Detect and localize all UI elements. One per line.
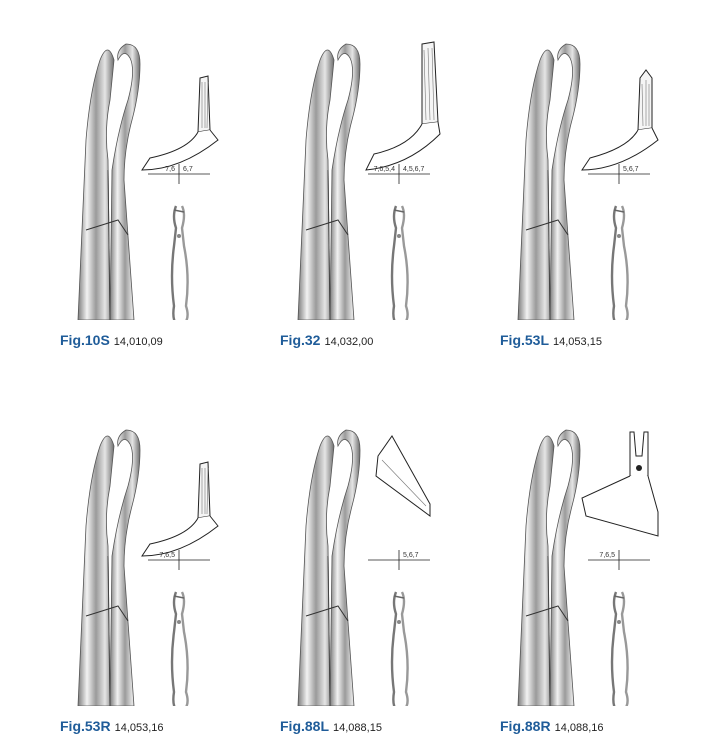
scale-right-label: 5,6,7 (623, 166, 639, 173)
forceps-full-small (170, 591, 189, 706)
tip-detail-sketch (375, 435, 431, 517)
forceps-full-small (610, 591, 629, 706)
forceps-illustration: 7,6,5,4 4,5,6,7 (297, 41, 441, 320)
tooth-scale: 5,6,7 (368, 550, 430, 570)
tooth-scale: 5,6,7 (588, 164, 650, 184)
scale-left-label: 7,6,5 (159, 552, 175, 559)
tooth-scale: 7,6,5,4 4,5,6,7 (368, 164, 430, 184)
tip-detail-sketch (141, 75, 219, 171)
figure-number: Fig.53R (60, 718, 111, 734)
scale-left-label: 7,6,5 (599, 552, 615, 559)
scale-left-label: 7,6,5,4 (374, 166, 396, 173)
scale-right-label: 6,7 (183, 166, 193, 173)
catalog-code: 14,088,15 (333, 722, 382, 734)
catalog-code: 14,053,15 (553, 336, 602, 348)
figure-number: Fig.88R (500, 718, 551, 734)
tip-detail-sketch (581, 69, 659, 171)
catalog-code: 14,032,00 (324, 336, 374, 348)
forceps-full-small (610, 205, 629, 320)
forceps-illustration: 5,6,7 (517, 43, 659, 320)
forceps-closeup (517, 43, 581, 320)
catalog-code: 14,088,16 (554, 722, 604, 734)
scale-right-label: 5,6,7 (403, 552, 419, 559)
scale-left-label: 7,6 (165, 166, 175, 173)
scale-right-label: 4,5,6,7 (403, 166, 425, 173)
tip-detail-sketch (581, 431, 659, 537)
forceps-closeup (77, 43, 141, 320)
tip-detail-sketch (365, 41, 441, 171)
forceps-closeup (517, 429, 581, 706)
figure-number: Fig.88L (280, 718, 330, 734)
tooth-scale: 7,6 6,7 (148, 164, 210, 184)
figure-number: Fig.53L (500, 332, 550, 348)
tip-detail-sketch (141, 461, 219, 557)
figure-number: Fig.32 (280, 332, 321, 348)
catalog-code: 14,053,16 (114, 722, 164, 734)
forceps-full-small (390, 205, 409, 320)
forceps-closeup (297, 43, 361, 320)
figure-number: Fig.10S (60, 332, 110, 348)
forceps-full-small (170, 205, 189, 320)
tooth-scale: 7,6,5 (588, 550, 650, 570)
forceps-illustration: 7,6,5 (77, 429, 219, 706)
tooth-scale: 7,6,5 (148, 550, 210, 570)
catalog-code: 14,010,09 (113, 336, 163, 348)
forceps-closeup (77, 429, 141, 706)
forceps-full-small (390, 591, 409, 706)
forceps-illustration: 5,6,7 (297, 429, 431, 706)
forceps-illustration: 7,6,5 (517, 429, 659, 706)
forceps-closeup (297, 429, 361, 706)
forceps-illustration: 7,6 6,7 (77, 43, 219, 320)
